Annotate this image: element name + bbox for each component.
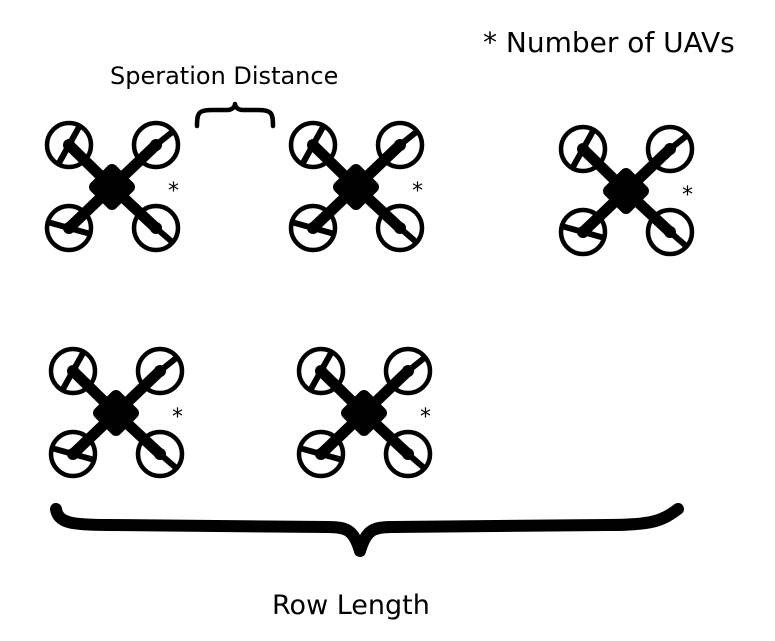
uav-count-marker: * — [420, 405, 431, 430]
separation-distance-brace-icon — [194, 101, 276, 129]
quadcopter-icon — [296, 345, 436, 485]
uav-count-marker: * — [682, 183, 693, 208]
uav-bottom-1: * — [48, 345, 188, 485]
uav-count-marker: * — [412, 179, 423, 204]
quadcopter-icon — [44, 119, 184, 259]
separation-distance-label: Speration Distance — [110, 62, 339, 90]
quadcopter-icon — [48, 345, 188, 485]
uav-bottom-2: * — [296, 345, 436, 485]
uav-top-2: * — [288, 119, 428, 259]
quadcopter-icon — [558, 123, 698, 263]
uav-count-marker: * — [172, 405, 183, 430]
legend-label: * Number of UAVs — [483, 26, 735, 59]
uav-top-1: * — [44, 119, 184, 259]
uav-count-marker: * — [168, 179, 179, 204]
row-length-brace-icon — [50, 503, 684, 557]
uav-top-3: * — [558, 123, 698, 263]
quadcopter-icon — [288, 119, 428, 259]
row-length-label: Row Length — [272, 590, 430, 621]
